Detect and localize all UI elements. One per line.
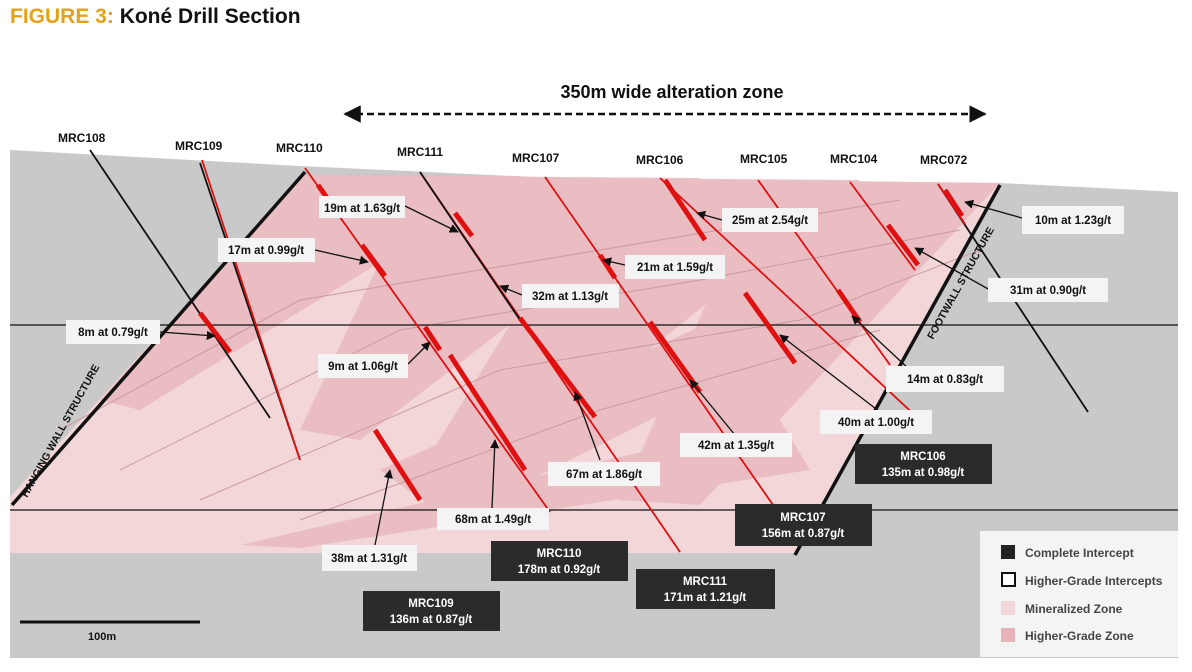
complete-hole-label: MRC111 <box>683 576 728 588</box>
complete-hole-label: MRC106 <box>900 451 945 463</box>
intercept-label: 14m at 0.83g/t <box>907 374 983 386</box>
hole-label: MRC072 <box>920 153 968 167</box>
hole-label: MRC109 <box>175 139 223 153</box>
complete-hole-label: MRC107 <box>780 512 825 524</box>
legend-swatch-mineralized <box>1001 601 1015 615</box>
intercept-label: 31m at 0.90g/t <box>1010 285 1086 297</box>
legend-label: Mineralized Zone <box>1025 602 1123 616</box>
intercept-label: 67m at 1.86g/t <box>566 469 642 481</box>
intercept-label: 42m at 1.35g/t <box>698 440 774 452</box>
hole-label: MRC107 <box>512 151 560 165</box>
intercept-label: 25m at 2.54g/t <box>732 215 808 227</box>
drill-holes <box>89 149 1089 553</box>
scale-label: 100m <box>88 631 116 643</box>
legend-label: Higher-Grade Intercepts <box>1025 574 1163 588</box>
callout-arrows <box>159 199 1023 546</box>
complete-value-label: 136m at 0.87g/t <box>390 614 473 626</box>
intercept-label: 40m at 1.00g/t <box>838 417 914 429</box>
intercept-label: 17m at 0.99g/t <box>228 245 304 257</box>
complete-hole-label: MRC110 <box>537 548 582 560</box>
complete-value-label: 171m at 1.21g/t <box>664 592 747 604</box>
intercept-label: 9m at 1.06g/t <box>328 361 398 373</box>
intercept-callouts: 19m at 1.63g/t 17m at 0.99g/t 8m at 0.79… <box>66 196 1124 571</box>
hole-label: MRC110 <box>276 141 323 155</box>
hole-labels: MRC108 MRC109 MRC110 MRC111 MRC107 MRC10… <box>58 131 968 167</box>
legend-swatch-complete <box>1001 545 1015 559</box>
intercept-label: 21m at 1.59g/t <box>637 262 713 274</box>
intercept-label: 68m at 1.49g/t <box>455 514 531 526</box>
hole-label: MRC111 <box>397 145 443 159</box>
intercept-label: 19m at 1.63g/t <box>324 203 400 215</box>
complete-value-label: 178m at 0.92g/t <box>518 564 601 576</box>
complete-value-label: 135m at 0.98g/t <box>882 467 965 479</box>
intercept-label: 38m at 1.31g/t <box>331 553 407 565</box>
hole-label: MRC106 <box>636 153 684 167</box>
legend: Complete Intercept Higher-Grade Intercep… <box>980 531 1178 657</box>
legend-label: Higher-Grade Zone <box>1025 629 1134 643</box>
legend-label: Complete Intercept <box>1025 546 1134 560</box>
complete-hole-label: MRC109 <box>408 598 453 610</box>
figure-name: Koné Drill Section <box>119 5 301 28</box>
intercept-label: 10m at 1.23g/t <box>1035 215 1111 227</box>
legend-swatch-higher-grade-intercept <box>1001 572 1016 587</box>
complete-intercept-boxes: MRC109 136m at 0.87g/t MRC110 178m at 0.… <box>363 444 992 631</box>
alteration-zone-label: 350m wide alteration zone <box>560 82 783 102</box>
legend-swatch-higher-grade-zone <box>1001 628 1015 642</box>
intercept-label: 32m at 1.13g/t <box>532 291 608 303</box>
intercept-label: 8m at 0.79g/t <box>78 327 148 339</box>
complete-value-label: 156m at 0.87g/t <box>762 528 845 540</box>
intercept-segments <box>198 178 965 502</box>
hole-label: MRC105 <box>740 152 788 166</box>
hole-label: MRC104 <box>830 152 878 166</box>
hole-label: MRC108 <box>58 131 106 145</box>
figure-title: FIGURE 3: Koné Drill Section <box>10 5 301 29</box>
figure-number: FIGURE 3: <box>10 5 114 28</box>
